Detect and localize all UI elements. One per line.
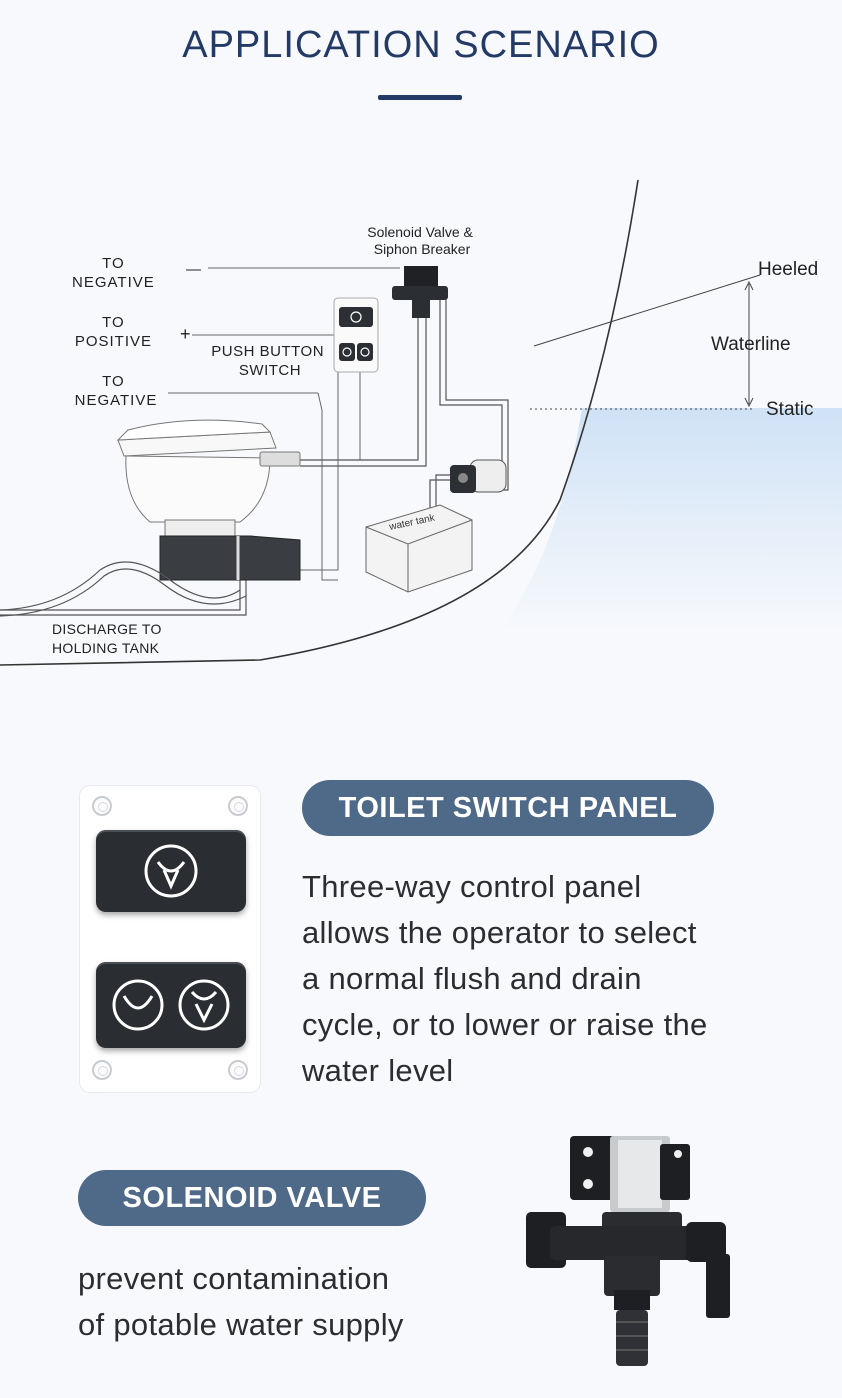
solenoid-description: prevent contamination of potable water s… [78,1256,404,1348]
to-negative-bottom-line2: NEGATIVE [75,392,158,409]
to-negative-top-line1: TO [102,255,125,272]
svg-text:Solenoid Valve & Siphon Br: Solenoid Valve & Siphon Breaker [367,224,476,257]
desc-line: prevent contamination [78,1261,390,1296]
switch-panel-heading: TOILET SWITCH PANEL [302,780,714,836]
water-area [500,408,842,630]
solenoid-label-line2: Siphon Breaker [374,241,471,257]
push-button-switch-box [333,297,379,373]
screw-top-left [92,796,112,816]
switch-panel-image [80,786,260,1092]
desc-line: allows the operator to select [302,915,697,950]
toilet-illustration [116,419,301,581]
push-button-line1: PUSH BUTTON [211,343,324,360]
screw-top-right [228,796,248,816]
solenoid-label-line1: Solenoid Valve & [367,224,473,240]
water-tank: water tank [365,504,473,593]
waterline-label: Waterline [711,334,791,355]
desc-line: water level [302,1053,454,1088]
title-underline [378,95,462,100]
push-button-line2: SWITCH [239,362,301,379]
solenoid-valve-small [392,266,448,318]
pump-unit [450,459,507,493]
installation-diagram: TO NEGATIVE TO POSITIVE TO NEGATIVE — + … [0,179,842,666]
svg-text:PUSH BUTTON SWITCH: PUSH BUTTON SWITCH [211,343,328,379]
svg-text:TO NEGATIVE TO POS: TO NEGATIVE TO POSITIVE TO NEGATIVE [72,255,160,409]
fill-drain-icons [112,979,230,1031]
static-label: Static [766,399,814,420]
to-negative-top-line2: NEGATIVE [72,274,155,291]
flush-icon [144,844,198,898]
desc-line: Three-way control panel [302,869,642,904]
svg-text:DISCHARGE TO HOLDING TANK: DISCHARGE TO HOLDING TANK [52,621,166,656]
minus-sign-label: — [186,261,201,278]
screw-bottom-right [228,1060,248,1080]
to-negative-bottom-line1: TO [102,373,125,390]
discharge-hose [0,561,241,611]
page-title: APPLICATION SCENARIO [182,24,660,66]
to-positive-line2: POSITIVE [75,333,152,350]
desc-line: of potable water supply [78,1307,404,1342]
desc-line: cycle, or to lower or raise the [302,1007,708,1042]
hull-outline [0,179,639,666]
switch-panel-description: Three-way control panel allows the opera… [302,864,708,1094]
solenoid-valve-heading: SOLENOID VALVE [78,1170,426,1226]
plus-sign-label: + [180,324,191,344]
water-level-rocker-button[interactable] [96,962,246,1048]
wiring [168,267,400,581]
heeled-label: Heeled [758,259,818,280]
flush-rocker-button[interactable] [96,830,246,912]
solenoid-valve-image [526,1136,730,1366]
to-positive-line1: TO [102,314,125,331]
discharge-line1: DISCHARGE TO [52,621,162,637]
screw-bottom-left [92,1060,112,1080]
desc-line: a normal flush and drain [302,961,642,996]
discharge-line2: HOLDING TANK [52,640,160,656]
heeled-line [533,274,761,347]
